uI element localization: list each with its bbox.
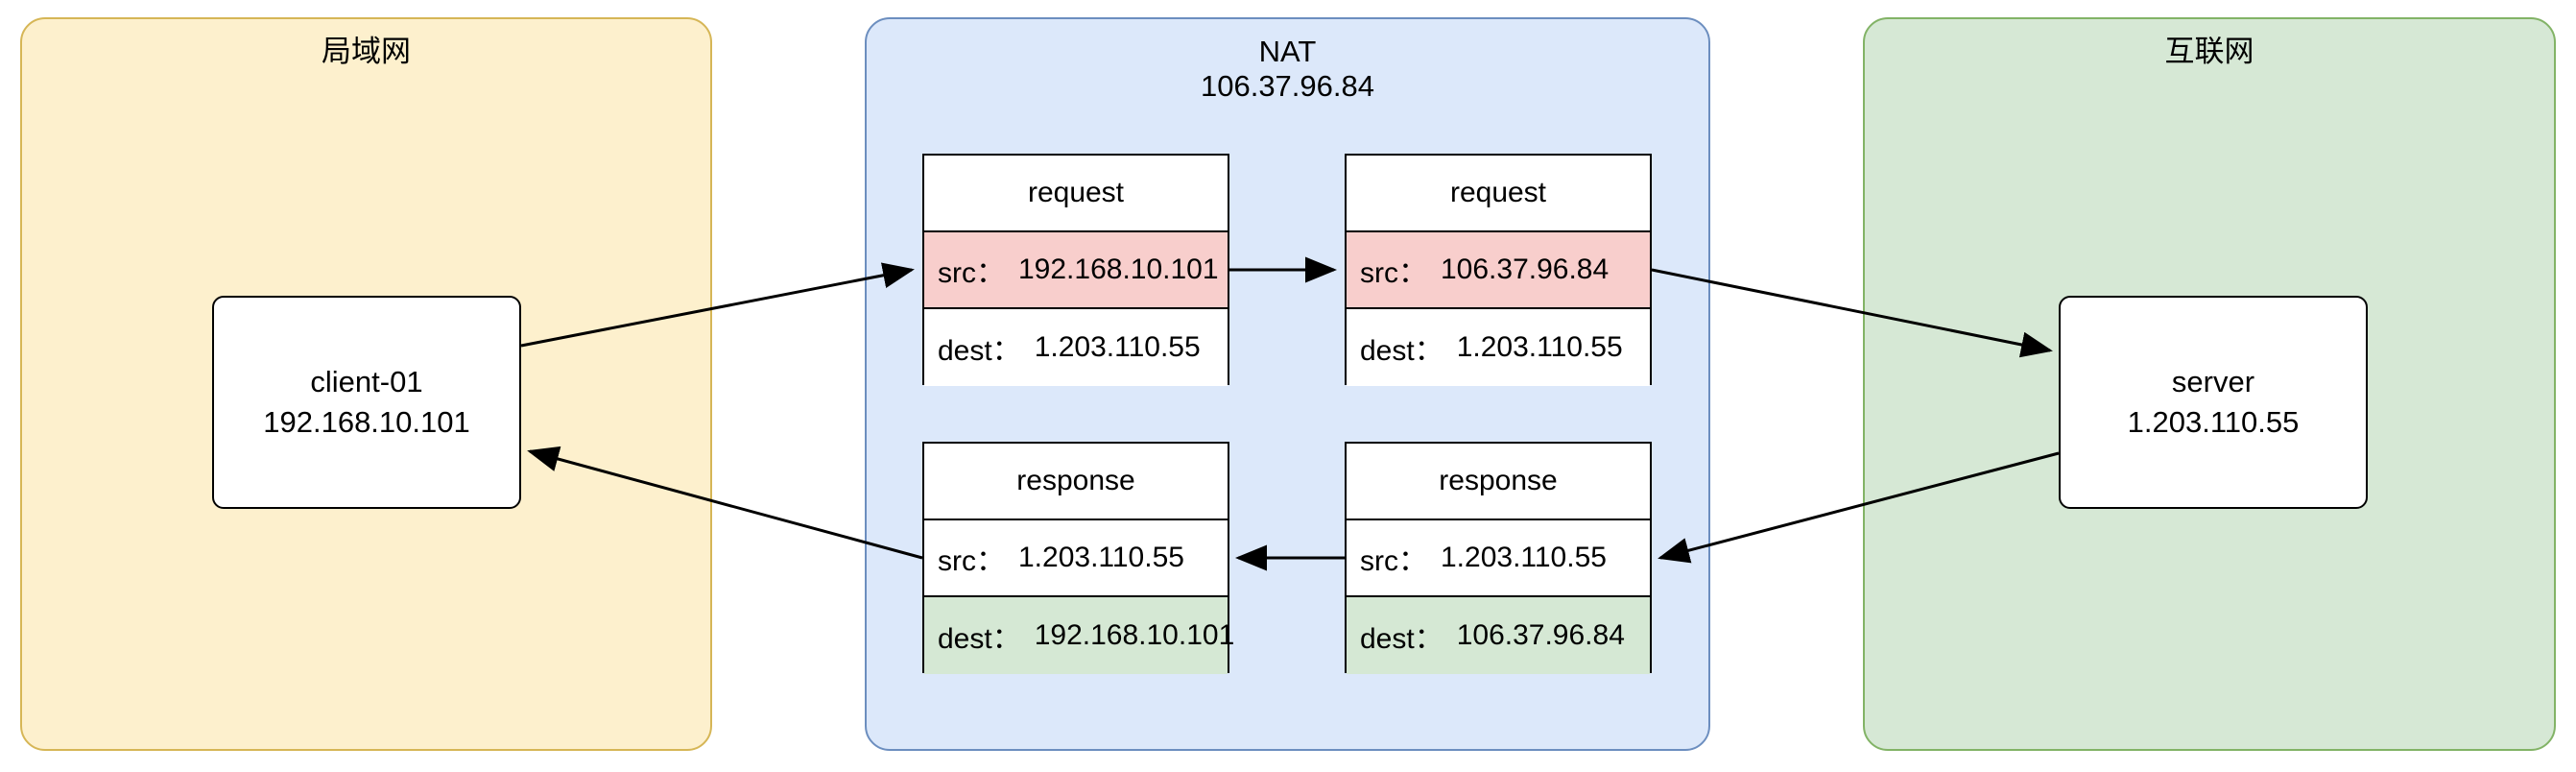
packet-src-value: 1.203.110.55 [1441, 542, 1607, 573]
packet-row-dest: dest： 1.203.110.55 [1347, 309, 1650, 386]
packet-row-src: src： 106.37.96.84 [1347, 232, 1650, 309]
zone-internet: 互联网 [1863, 17, 2556, 751]
zone-nat-title: NAT [1258, 35, 1317, 68]
packet-dest-label: dest： [938, 623, 1021, 655]
packet-src-label: src： [938, 257, 1005, 289]
packet-dest-value: 1.203.110.55 [1034, 331, 1201, 363]
packet-src-value: 1.203.110.55 [1018, 542, 1184, 573]
packet-row-src: src： 1.203.110.55 [1347, 520, 1650, 597]
packet-title: request [1347, 156, 1650, 232]
node-server-name: server [2171, 365, 2255, 398]
zone-internet-title: 互联网 [2164, 35, 2254, 68]
node-client[interactable]: client-01 192.168.10.101 [212, 296, 521, 509]
packet-title: response [1347, 444, 1650, 520]
packet-src-label: src： [1360, 257, 1427, 289]
zone-lan-title: 局域网 [322, 35, 411, 68]
packet-title: response [924, 444, 1228, 520]
packet-dest-label: dest： [1360, 623, 1443, 655]
packet-request-inner[interactable]: request src： 192.168.10.101 dest： 1.203.… [922, 154, 1229, 386]
packet-title: request [924, 156, 1228, 232]
packet-dest-value: 1.203.110.55 [1456, 331, 1623, 363]
packet-dest-label: dest： [1360, 335, 1443, 367]
packet-dest-value: 106.37.96.84 [1456, 619, 1625, 651]
zone-nat-subtitle: 106.37.96.84 [1200, 69, 1374, 103]
node-server-ip: 1.203.110.55 [2127, 405, 2300, 439]
packet-request-outer[interactable]: request src： 106.37.96.84 dest： 1.203.11… [1345, 154, 1652, 386]
node-client-ip: 192.168.10.101 [263, 405, 470, 439]
node-server[interactable]: server 1.203.110.55 [2059, 296, 2368, 509]
packet-response-outer[interactable]: response src： 1.203.110.55 dest： 106.37.… [1345, 442, 1652, 674]
packet-row-src: src： 192.168.10.101 [924, 232, 1228, 309]
packet-row-dest: dest： 192.168.10.101 [924, 597, 1234, 674]
packet-row-dest: dest： 106.37.96.84 [1347, 597, 1650, 674]
node-client-name: client-01 [310, 365, 423, 398]
packet-src-value: 106.37.96.84 [1441, 253, 1610, 285]
packet-src-label: src： [938, 545, 1005, 577]
packet-row-dest: dest： 1.203.110.55 [924, 309, 1228, 386]
packet-src-value: 192.168.10.101 [1018, 253, 1219, 285]
packet-response-inner[interactable]: response src： 1.203.110.55 dest： 192.168… [922, 442, 1234, 674]
packet-dest-value: 192.168.10.101 [1034, 619, 1235, 651]
packet-dest-label: dest： [938, 335, 1021, 367]
packet-row-src: src： 1.203.110.55 [924, 520, 1228, 597]
packet-src-label: src： [1360, 545, 1427, 577]
